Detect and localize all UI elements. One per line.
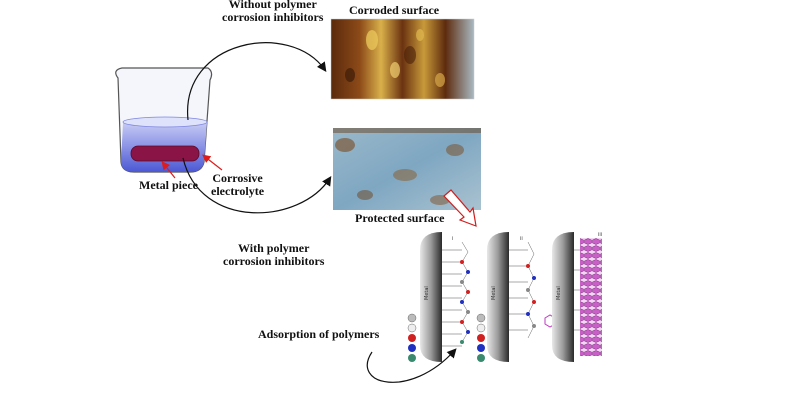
- molecule-chain-icon-ii: [509, 241, 535, 339]
- protected-surface-label: Protected surface: [355, 211, 445, 225]
- panel-ii: Metal ii: [476, 232, 556, 362]
- metal-slab-icon-iii: [552, 232, 574, 362]
- with-line-1: With polymer: [238, 241, 310, 255]
- corrosive-electrolyte-label: Corrosive electrolyte: [211, 172, 264, 198]
- corrosive-line-2: electrolyte: [211, 184, 265, 198]
- metal-slab-icon-ii: [487, 232, 509, 362]
- panel-iii: Metal iii: [552, 232, 602, 362]
- electrolyte-pointer-arrow: [202, 154, 223, 171]
- lower-curved-arrow: [182, 157, 332, 214]
- metal-text-iii: Metal: [556, 286, 562, 300]
- atom-legend-icon-ii: [476, 313, 486, 362]
- with-inhibitors-label: With polymer corrosion inhibitors: [223, 242, 324, 268]
- metal-pointer-arrow: [161, 161, 176, 179]
- atom-legend-icon: [407, 313, 417, 362]
- metal-slab-icon: [420, 232, 442, 362]
- without-line-2: corrosion inhibitors: [222, 10, 324, 24]
- metal-piece-label: Metal piece: [139, 178, 198, 192]
- upper-curved-arrow: [187, 42, 327, 121]
- corroded-surface-photo: [330, 18, 475, 100]
- corrosive-line-1: Corrosive: [212, 171, 263, 185]
- molecule-chain-icon: [442, 241, 469, 347]
- hollow-arrow-icon: [443, 189, 477, 227]
- panel-i: Metal i: [407, 232, 470, 362]
- metal-text-ii: Metal: [491, 286, 497, 300]
- without-inhibitors-label: Without polymer corrosion inhibitors: [222, 0, 323, 24]
- metal-text-i: Metal: [424, 286, 430, 300]
- molecule-atoms-i: [460, 260, 470, 344]
- hexagon-film-icon: [580, 238, 602, 356]
- panel-label-iii: iii: [598, 232, 602, 238]
- metal-piece-icon: [130, 145, 200, 162]
- adsorption-curved-arrow: [366, 348, 457, 383]
- panel-label-ii: ii: [520, 236, 523, 242]
- protected-surface-photo: [333, 128, 481, 210]
- with-line-2: corrosion inhibitors: [223, 254, 325, 268]
- corroded-surface-label: Corroded surface: [349, 3, 440, 17]
- without-line-1: Without polymer: [228, 0, 317, 11]
- adsorption-label: Adsorption of polymers: [258, 327, 380, 341]
- panel-label-i: i: [452, 236, 453, 242]
